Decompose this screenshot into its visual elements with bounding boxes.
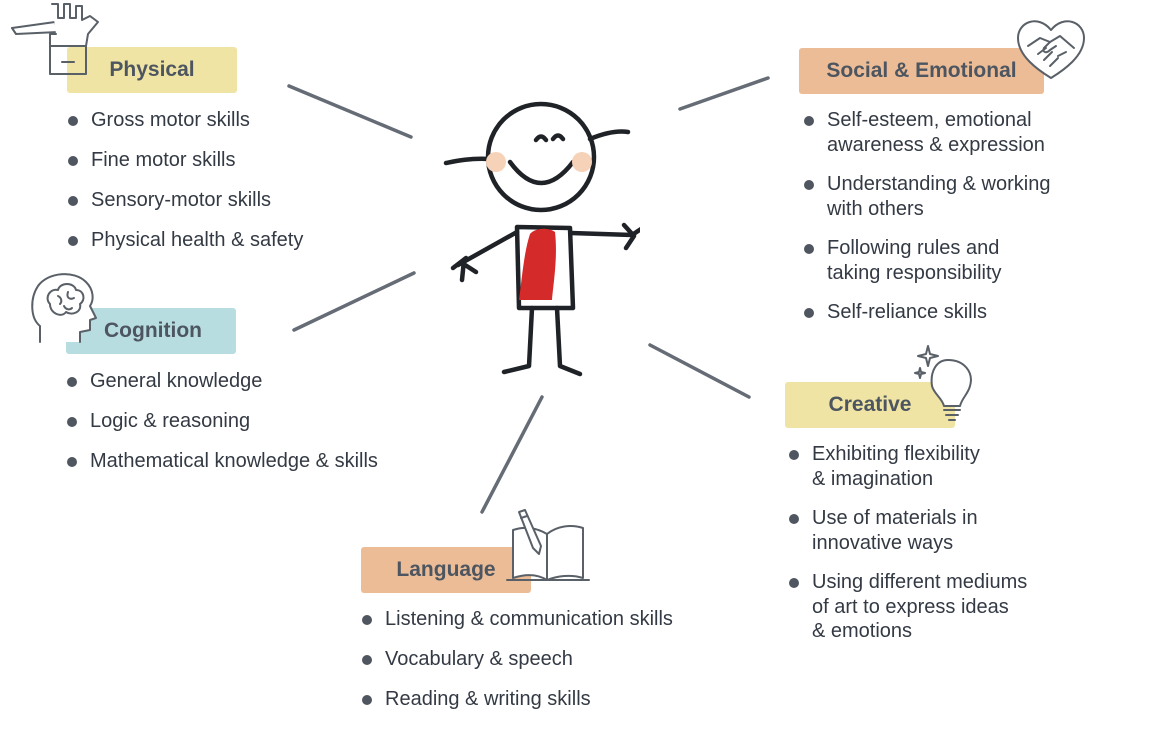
- physical-list: Gross motor skills Fine motor skills Sen…: [68, 108, 303, 253]
- creative-label: Creative: [785, 382, 955, 428]
- connector-social: [678, 76, 770, 111]
- list-item: Listening & communication skills: [362, 607, 673, 632]
- lightbulb-sparkle-icon: [914, 345, 972, 421]
- connector-cognition: [292, 271, 416, 332]
- creative-list: Exhibiting flexibility & imagination Use…: [789, 442, 1027, 644]
- list-item: Vocabulary & speech: [362, 647, 673, 672]
- list-item: Physical health & safety: [68, 228, 303, 253]
- connector-language: [480, 395, 544, 514]
- list-item: Sensory-motor skills: [68, 188, 303, 213]
- heart-handshake-icon: [1017, 20, 1085, 79]
- social-emotional-label: Social & Emotional: [799, 48, 1044, 94]
- list-item: Gross motor skills: [68, 108, 303, 133]
- list-item: Logic & reasoning: [67, 409, 378, 434]
- list-item: Reading & writing skills: [362, 687, 673, 712]
- list-item: Understanding & working with others: [804, 172, 1050, 221]
- smiling-child-figure-icon: [443, 101, 640, 377]
- list-item: Use of materials in innovative ways: [789, 506, 1027, 555]
- list-item: Using different mediums of art to expres…: [789, 570, 1027, 644]
- list-item: Exhibiting flexibility & imagination: [789, 442, 1027, 491]
- head-brain-icon: [31, 273, 97, 343]
- book-pencil-icon: [506, 509, 590, 581]
- hand-pencil-icon: [11, 3, 99, 75]
- language-label: Language: [361, 547, 531, 593]
- list-item: Fine motor skills: [68, 148, 303, 173]
- language-list: Listening & communication skills Vocabul…: [362, 607, 673, 712]
- connector-creative: [648, 343, 751, 399]
- social-emotional-list: Self-esteem, emotional awareness & expre…: [804, 108, 1050, 325]
- physical-label: Physical: [67, 47, 237, 93]
- connector-physical: [287, 84, 413, 139]
- list-item: General knowledge: [67, 369, 378, 394]
- cognition-list: General knowledge Logic & reasoning Math…: [67, 369, 378, 474]
- list-item: Mathematical knowledge & skills: [67, 449, 378, 474]
- list-item: Self-esteem, emotional awareness & expre…: [804, 108, 1050, 157]
- list-item: Following rules and taking responsibilit…: [804, 236, 1050, 285]
- list-item: Self-reliance skills: [804, 300, 1050, 325]
